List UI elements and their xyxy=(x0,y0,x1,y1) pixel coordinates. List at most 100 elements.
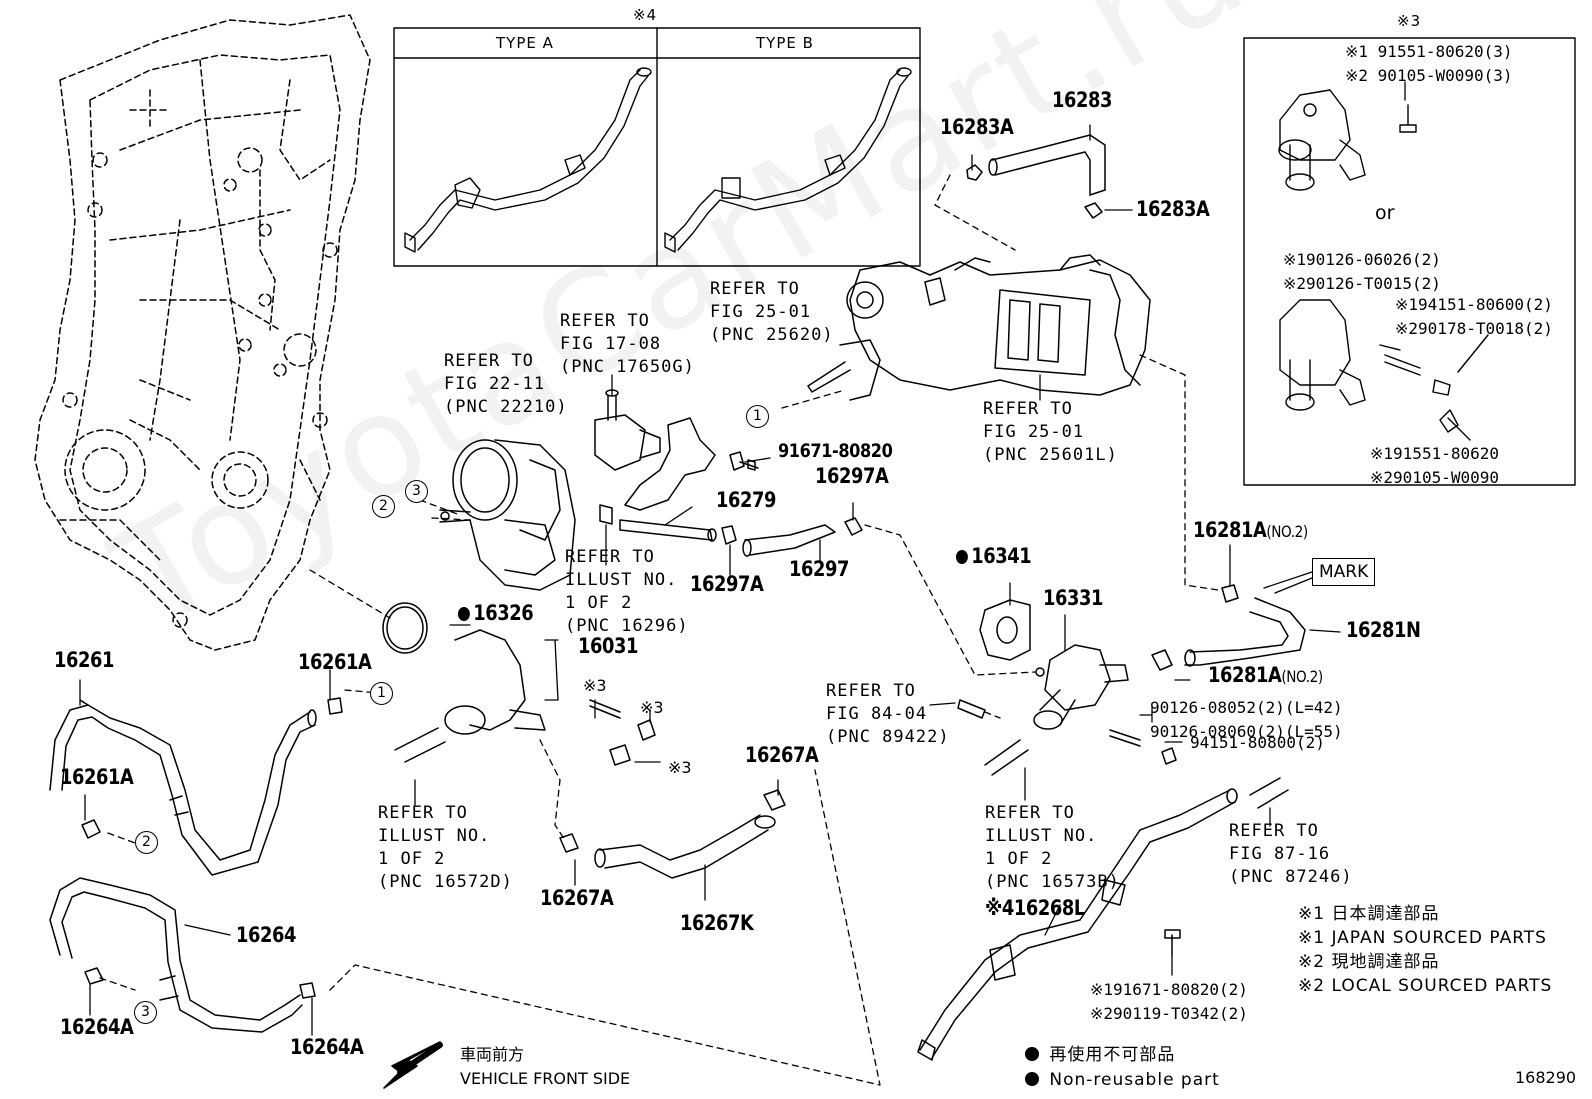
bolt-parts: 90126-08052(2)(L=42) 90126-08060(2)(L=55… xyxy=(1150,696,1343,744)
non-reusable-dot-icon xyxy=(458,607,470,621)
part-16264A-right[interactable]: 16264A xyxy=(290,1035,364,1059)
inset-outlet-top-parts: ※1 91551-80620(3) ※2 90105-W0090(3) xyxy=(1345,40,1513,88)
refer-87246[interactable]: REFER TO FIG 87-16 (PNC 87246) xyxy=(1229,820,1353,889)
circle-ref-2: 2 xyxy=(135,831,158,854)
inset-part-line: ※290105-W0090 xyxy=(1370,468,1499,487)
refer-16296[interactable]: REFER TO ILLUST NO. 1 OF 2 (PNC 16296) xyxy=(565,546,689,638)
vehicle-front-label: 車両前方 VEHICLE FRONT SIDE xyxy=(460,1043,630,1091)
solid-leaders xyxy=(79,81,1406,1036)
part-16268L[interactable]: ※416268L xyxy=(985,896,1085,920)
direction-en: VEHICLE FRONT SIDE xyxy=(460,1069,631,1088)
part-16283A-upper[interactable]: 16283A xyxy=(940,115,1014,139)
hose-16283 xyxy=(966,134,1106,219)
refer-89422[interactable]: REFER TO FIG 84-04 (PNC 89422) xyxy=(826,680,950,749)
part-16279[interactable]: 16279 xyxy=(716,488,776,512)
refer-line: REFER TO xyxy=(444,351,534,371)
part-16297[interactable]: 16297 xyxy=(789,557,849,581)
part-16281A-lower[interactable]: 16281A(NO.2) xyxy=(1208,665,1323,686)
dashed-leaders xyxy=(99,174,1219,1086)
part-16281A-lower-note: (NO.2) xyxy=(1281,667,1323,686)
part-16281A-lower-number: 16281A xyxy=(1208,663,1282,687)
part-16281N[interactable]: 16281N xyxy=(1346,618,1421,642)
part-91671-80820-bracket[interactable]: ※191671-80820(2) xyxy=(1090,980,1248,999)
part-16341-number: 16341 xyxy=(971,544,1032,568)
direction-arrow xyxy=(383,1041,443,1089)
refer-25601L[interactable]: REFER TO FIG 25-01 (PNC 25601L) xyxy=(983,398,1118,467)
type-inset-box xyxy=(393,27,921,267)
throttle-body-illustration xyxy=(439,439,576,591)
refer-line: FIG 25-01 xyxy=(983,422,1085,442)
refer-22210[interactable]: REFER TO FIG 22-11 (PNC 22210) xyxy=(444,350,568,419)
hose-16267K-illustration xyxy=(559,789,786,879)
part-16267K[interactable]: 16267K xyxy=(680,911,754,935)
note-line: ※1 JAPAN SOURCED PARTS xyxy=(1298,928,1547,948)
part-16281A-upper[interactable]: 16281A(NO.2) xyxy=(1193,520,1308,541)
mark-3-label: ※3 xyxy=(640,698,664,717)
part-90126-08052[interactable]: 90126-08052(2)(L=42) xyxy=(1150,698,1343,717)
part-90126-08060[interactable]: 90126-08060(2)(L=55) xyxy=(1150,722,1343,741)
part-16261[interactable]: 16261 xyxy=(54,648,114,672)
part-16261A-lower[interactable]: 16261A xyxy=(60,765,134,789)
pipe-stubs xyxy=(394,727,1289,809)
part-16283[interactable]: 16283 xyxy=(1052,88,1112,112)
fastener-illustrations xyxy=(729,451,1177,765)
timing-cover-illustration xyxy=(34,14,371,651)
refer-line: REFER TO xyxy=(983,399,1073,419)
refer-16572D[interactable]: REFER TO ILLUST NO. 1 OF 2 (PNC 16572D) xyxy=(378,802,513,894)
refer-17650G[interactable]: REFER TO FIG 17-08 (PNC 17650G) xyxy=(560,310,695,379)
refer-25620[interactable]: REFER TO FIG 25-01 (PNC 25620) xyxy=(710,278,834,347)
refer-line: (PNC 22210) xyxy=(444,397,568,417)
part-16264A-left[interactable]: 16264A xyxy=(60,1015,134,1039)
part-16326[interactable]: 16326 xyxy=(458,601,534,625)
refer-line: REFER TO xyxy=(826,681,916,701)
refer-line: (PNC 25620) xyxy=(710,325,834,345)
inset-part-line: ※290178-T0018(2) xyxy=(1395,319,1553,338)
note-line: ※2 LOCAL SOURCED PARTS xyxy=(1298,976,1553,996)
refer-line: REFER TO xyxy=(565,547,655,567)
refer-16573B[interactable]: REFER TO ILLUST NO. 1 OF 2 (PNC 16573B) xyxy=(985,802,1120,894)
part-16297A-upper[interactable]: 16297A xyxy=(815,464,889,488)
part-16297A-lower[interactable]: 16297A xyxy=(690,572,764,596)
refer-line: REFER TO xyxy=(710,279,800,299)
type-a-label: TYPE A xyxy=(496,34,554,52)
hose-16297-illustration xyxy=(721,517,863,557)
part-90119-T0342[interactable]: ※290119-T0342(2) xyxy=(1090,1004,1248,1023)
vsv-illustration xyxy=(594,389,661,471)
refer-line: FIG 84-04 xyxy=(826,704,928,724)
inset-part-line: ※190126-06026(2) xyxy=(1283,250,1441,269)
hose-16261-illustration xyxy=(49,697,343,876)
inset-part-line: ※1 91551-80620(3) xyxy=(1345,42,1513,61)
refer-line: (PNC 87246) xyxy=(1229,867,1353,887)
mark-3-label: ※3 xyxy=(583,676,607,695)
water-inlet-16031-illustration xyxy=(382,602,656,766)
part-16326-number: 16326 xyxy=(473,601,534,625)
part-16267A-upper[interactable]: 16267A xyxy=(745,743,819,767)
refer-line: ILLUST NO. xyxy=(565,570,678,590)
part-16031[interactable]: 16031 xyxy=(578,634,638,658)
refer-line: REFER TO xyxy=(560,311,650,331)
part-16283A-lower[interactable]: 16283A xyxy=(1136,197,1210,221)
refer-line: (PNC 16573B) xyxy=(985,872,1120,892)
refer-line: (PNC 89422) xyxy=(826,727,950,747)
part-91671-80820[interactable]: 91671-80820 xyxy=(778,440,893,462)
inset-type-mark: ※4 xyxy=(633,6,658,24)
part-16267A-lower[interactable]: 16267A xyxy=(540,886,614,910)
part-16281A-upper-note: (NO.2) xyxy=(1266,522,1308,541)
circle-ref-1: 1 xyxy=(746,405,769,428)
part-16264[interactable]: 16264 xyxy=(236,923,296,947)
note-line: ※1 日本調達部品 xyxy=(1298,904,1440,924)
pipe-16279-illustration xyxy=(599,417,759,542)
part-16261A-upper[interactable]: 16261A xyxy=(298,650,372,674)
refer-line: 1 OF 2 xyxy=(378,849,446,869)
part-16331[interactable]: 16331 xyxy=(1043,586,1103,610)
bracket-bolt-parts: ※191671-80820(2) ※290119-T0342(2) xyxy=(1090,978,1248,1026)
part-16341[interactable]: 16341 xyxy=(956,544,1032,568)
circle-ref-3: 3 xyxy=(134,1001,157,1024)
part-94151-80800[interactable]: 94151-80800(2) xyxy=(1190,733,1325,752)
sourcing-notes: ※1 日本調達部品 ※1 JAPAN SOURCED PARTS ※2 現地調達… xyxy=(1298,902,1552,998)
refer-line: REFER TO xyxy=(378,803,468,823)
refer-line: FIG 17-08 xyxy=(560,334,662,354)
refer-line: ILLUST NO. xyxy=(985,826,1098,846)
